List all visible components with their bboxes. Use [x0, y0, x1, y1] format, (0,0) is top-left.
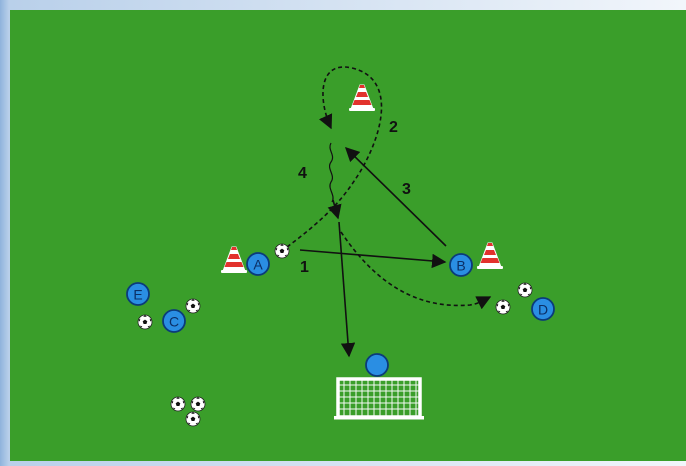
- player-d-label: D: [538, 302, 548, 318]
- path-3-pass: [344, 146, 447, 247]
- path-d-dashed-run: [340, 231, 492, 310]
- player-e: E: [126, 282, 150, 306]
- player-d: D: [531, 297, 555, 321]
- soccer-ball-icon: [185, 298, 201, 314]
- path-4-dribble: [328, 142, 334, 203]
- player-c: C: [162, 309, 186, 333]
- player-c-label: C: [169, 314, 179, 330]
- soccer-ball-icon: [185, 411, 201, 427]
- player-b-label: B: [456, 258, 465, 274]
- goalkeeper: [365, 353, 389, 377]
- soccer-ball-icon: [137, 314, 153, 330]
- soccer-ball-icon: [517, 282, 533, 298]
- step-label-2: 2: [389, 119, 398, 136]
- player-a-label: A: [253, 257, 263, 273]
- path-4-arrow: [327, 199, 342, 220]
- grass-field: [10, 10, 686, 461]
- player-b: B: [449, 253, 473, 277]
- path-shot: [338, 221, 356, 358]
- player-a: A: [246, 252, 270, 276]
- soccer-ball-icon: [170, 396, 186, 412]
- soccer-ball-icon: [495, 299, 511, 315]
- goal-icon: [334, 377, 424, 420]
- soccer-ball-icon: [274, 243, 290, 259]
- player-e-label: E: [133, 287, 142, 303]
- step-label-3: 3: [402, 181, 411, 198]
- step-label-1: 1: [300, 259, 309, 276]
- soccer-ball-icon: [190, 396, 206, 412]
- path-1-pass: [299, 249, 447, 269]
- step-label-4: 4: [298, 165, 307, 182]
